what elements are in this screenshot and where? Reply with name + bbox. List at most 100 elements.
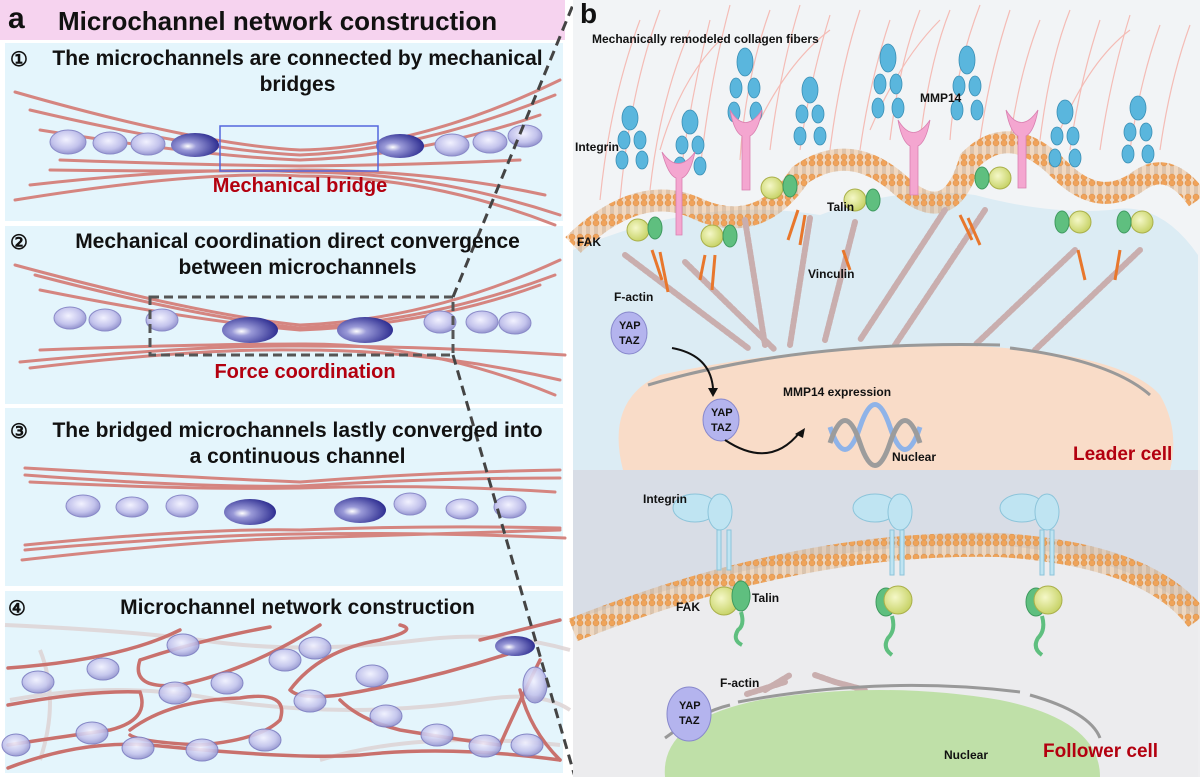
cell <box>445 498 479 520</box>
leader-cell <box>222 317 278 343</box>
leader-nuclear-envelope <box>647 343 1001 387</box>
follower-factin-label: F-actin <box>720 676 760 690</box>
mmp14-proteins <box>661 109 1039 236</box>
yap-taz-nuclear <box>702 398 740 442</box>
leader-nucleus <box>618 345 1174 470</box>
step-2-title-line1: Mechanical coordination direct convergen… <box>75 230 520 253</box>
leader-factin-label: F-actin <box>614 290 654 304</box>
integrin-icon <box>871 43 905 119</box>
cell <box>21 670 55 694</box>
cell <box>355 664 389 688</box>
mechanical-bridge-box <box>219 125 379 172</box>
mmp14-icon <box>897 119 931 196</box>
nuclear-yap-label: YAP <box>711 407 733 419</box>
follower-talin-fak <box>709 580 1063 657</box>
talin-fak-icon <box>875 585 913 657</box>
cell <box>88 308 122 332</box>
yap-taz-follower <box>666 686 712 742</box>
talin-fak-icon <box>760 174 798 200</box>
leader-talin-label: Talin <box>827 200 855 214</box>
cell <box>369 704 403 728</box>
leader-taz-label: TAZ <box>619 335 640 347</box>
step-4-fibers <box>6 618 562 770</box>
follower-nuclear-label: Nuclear <box>944 748 989 762</box>
step-3-title-line1: The bridged microchannels lastly converg… <box>52 419 543 442</box>
leader-cell <box>495 636 535 656</box>
talin-fak-icon <box>843 188 881 212</box>
vinculin-label: Vinculin <box>808 267 855 281</box>
talin-fak-complexes <box>626 166 1154 248</box>
talin-fak-icon <box>700 224 738 248</box>
step-1-number: ① <box>10 49 28 71</box>
mmp14-icon <box>1005 109 1039 189</box>
cell <box>121 736 155 760</box>
step-3-fibers <box>20 466 567 562</box>
cell <box>92 131 128 155</box>
step-2-number: ② <box>10 232 28 254</box>
cell <box>268 648 302 672</box>
step-3-title-line2: a continuous channel <box>189 445 406 468</box>
integrin-icon <box>1121 95 1155 164</box>
follower-fak-label: FAK <box>676 600 700 614</box>
step-4-cells <box>1 633 548 762</box>
mmp14-icon <box>729 109 763 191</box>
integrin-icon <box>950 45 984 121</box>
cell <box>166 633 200 657</box>
cell <box>498 311 532 335</box>
cell <box>185 738 219 762</box>
cell <box>472 130 508 154</box>
leader-yap-label: YAP <box>619 320 641 332</box>
leader-cell <box>376 134 424 158</box>
integrin-icon <box>615 105 649 170</box>
step-2-annotation: Force coordination <box>214 361 396 383</box>
cell <box>86 657 120 681</box>
panel-b-label: b <box>580 0 598 29</box>
integrin-icon <box>793 76 827 146</box>
integrin-icon <box>1048 99 1082 168</box>
cell <box>465 310 499 334</box>
yap-taz-cytoplasmic <box>610 311 648 355</box>
integrins <box>615 43 1155 176</box>
cell <box>165 494 199 518</box>
cell <box>115 496 149 518</box>
panel-a-title-bar <box>0 0 565 40</box>
step-2-cells <box>53 306 532 343</box>
cell <box>49 129 87 155</box>
translocation-arrow <box>671 347 714 389</box>
cell <box>493 495 527 519</box>
cell <box>65 494 101 518</box>
follower-talin-label: Talin <box>752 591 780 605</box>
integrin-icon <box>672 493 733 571</box>
panel-a-title: Microchannel network construction <box>58 6 498 36</box>
step-1-cells <box>49 124 543 158</box>
cell <box>298 636 332 660</box>
follower-cell-label: Follower cell <box>1043 741 1159 762</box>
step-3-panel <box>5 408 563 586</box>
talin-fak-icon <box>1025 585 1063 657</box>
mmp14-icon <box>661 151 696 236</box>
leader-cell <box>337 317 393 343</box>
cell <box>510 733 544 757</box>
talin-fak-icon <box>709 580 751 647</box>
step-1-title-line1: The microchannels are connected by mecha… <box>52 47 543 70</box>
vinculin-molecules <box>650 209 1122 293</box>
step-1-title-line2: bridges <box>259 73 336 96</box>
follower-membrane <box>568 532 1200 642</box>
integrin-icon <box>999 493 1060 576</box>
follower-yap-label: YAP <box>679 700 701 712</box>
leader-cell-label: Leader cell <box>1073 444 1173 465</box>
mmp14-label: MMP14 <box>920 91 962 105</box>
panel-a-label: a <box>8 2 25 35</box>
cell <box>53 306 87 330</box>
step-3-number: ③ <box>10 421 28 443</box>
cell <box>158 681 192 705</box>
nuclear-taz-label: TAZ <box>711 422 732 434</box>
step-4-number: ④ <box>8 598 26 620</box>
cell <box>130 132 166 156</box>
step-1-annotation: Mechanical bridge <box>212 175 388 197</box>
dna-helix-icon <box>827 402 923 468</box>
cell <box>293 689 327 713</box>
cell <box>248 728 282 752</box>
step-2-title-line2: between microchannels <box>178 256 417 279</box>
